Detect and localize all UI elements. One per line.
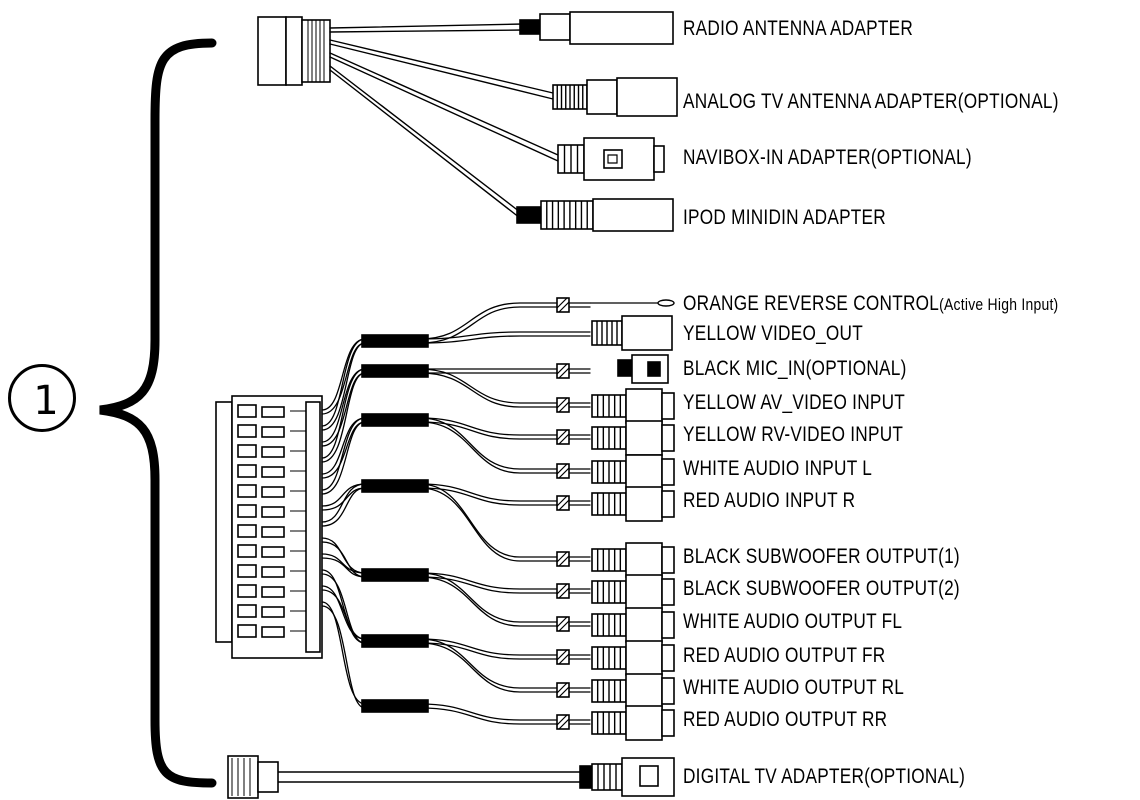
bundle-sleeve-4 xyxy=(361,568,429,582)
label-rv-video-input: YELLOW RV-VIDEO INPUT xyxy=(683,423,904,446)
label-av-video-input: YELLOW AV_VIDEO INPUT xyxy=(683,391,906,414)
ipod-adapter-sleeve xyxy=(516,206,542,224)
rca-connector-6 xyxy=(625,607,663,643)
antenna-cable-0 xyxy=(329,23,524,29)
bundle-sleeve-2 xyxy=(361,413,429,427)
wire-tag-2 xyxy=(556,397,570,413)
label-digital-tv-adapter: DIGITAL TV ADAPTER(OPTIONAL) xyxy=(683,765,966,788)
label-audio-input-l: WHITE AUDIO INPUT L xyxy=(683,457,873,480)
label-reverse-control-note: (Active High Input) xyxy=(939,295,1059,314)
wire-tag-4 xyxy=(556,463,570,479)
bundle-sleeve-1 xyxy=(361,364,429,378)
rca-connector-8 xyxy=(625,673,663,709)
label-ipod-minidin-adapter: IPOD MINIDIN ADAPTER xyxy=(683,206,886,229)
digital-tv-grip xyxy=(591,763,623,791)
digital-tv-sleeve xyxy=(579,765,593,789)
wire-tag-7 xyxy=(556,583,570,599)
bundle-sleeve-0 xyxy=(361,334,429,348)
rca-connector-4 xyxy=(625,542,663,578)
label-video-out: YELLOW VIDEO_OUT xyxy=(683,322,864,345)
wire-tag-3 xyxy=(556,429,570,445)
rca-connector-5 xyxy=(625,574,663,610)
digital-tv-plug xyxy=(227,755,259,799)
wire-tag-11 xyxy=(556,714,570,730)
label-analog-tv-antenna-adapter: ANALOG TV ANTENNA ADAPTER(OPTIONAL) xyxy=(683,90,1059,113)
rca-connector-2 xyxy=(625,454,663,490)
callout-marker: 1 xyxy=(33,378,59,424)
wire-tag-1 xyxy=(556,363,570,379)
bundle-sleeve-6 xyxy=(361,699,429,713)
label-audio-output-rl: WHITE AUDIO OUTPUT RL xyxy=(683,676,905,699)
harness-wire-0 xyxy=(321,302,591,411)
label-navibox-in-adapter: NAVIBOX-IN ADAPTER(OPTIONAL) xyxy=(683,146,972,169)
harness-wire-7 xyxy=(321,483,591,558)
antenna-cable-2 xyxy=(329,52,559,156)
harness-wire-9 xyxy=(321,553,591,623)
radio-adapter-body xyxy=(569,11,674,45)
harness-plug-flange xyxy=(215,401,233,643)
label-audio-input-r: RED AUDIO INPUT R xyxy=(683,489,856,512)
antenna-hub xyxy=(257,16,287,86)
video-out-connector xyxy=(621,315,673,351)
callout-marker-ring xyxy=(8,364,76,432)
rca-connector-9 xyxy=(625,705,663,741)
radio-adapter-sleeve xyxy=(519,19,541,35)
bundle-sleeve-5 xyxy=(361,634,429,648)
wire-tag-10 xyxy=(556,682,570,698)
label-subwoofer-output-1: BLACK SUBWOOFER OUTPUT(1) xyxy=(683,545,960,568)
grouping-brace xyxy=(99,38,217,788)
wire-tag-6 xyxy=(556,551,570,567)
label-audio-output-rr: RED AUDIO OUTPUT RR xyxy=(683,708,888,731)
label-reverse-control: ORANGE REVERSE CONTROL(Active High Input… xyxy=(683,292,1059,315)
label-audio-output-fr: RED AUDIO OUTPUT FR xyxy=(683,644,886,667)
wire-tag-0 xyxy=(556,297,570,313)
analog-tv-adapter-body xyxy=(616,77,678,117)
wire-tag-9 xyxy=(556,649,570,665)
ipod-adapter-grip xyxy=(540,200,594,230)
rca-connector-0 xyxy=(625,388,663,424)
rca-connector-7 xyxy=(625,640,663,676)
antenna-cable-3 xyxy=(329,65,521,213)
rca-connector-1 xyxy=(625,420,663,456)
wire-tag-8 xyxy=(556,616,570,632)
wire-tag-5 xyxy=(556,495,570,511)
bundle-sleeve-3 xyxy=(361,479,429,493)
label-radio-antenna-adapter: RADIO ANTENNA ADAPTER xyxy=(683,17,914,40)
ipod-adapter-body xyxy=(592,198,674,232)
antenna-cable-1 xyxy=(329,39,554,94)
label-audio-output-fl: WHITE AUDIO OUTPUT FL xyxy=(683,610,903,633)
label-mic-in: BLACK MIC_IN(OPTIONAL) xyxy=(683,357,907,380)
rca-connector-3 xyxy=(625,486,663,522)
mic-jack-collar xyxy=(617,359,633,377)
label-subwoofer-output-2: BLACK SUBWOOFER OUTPUT(2) xyxy=(683,577,960,600)
bare-wire-end xyxy=(657,299,675,307)
